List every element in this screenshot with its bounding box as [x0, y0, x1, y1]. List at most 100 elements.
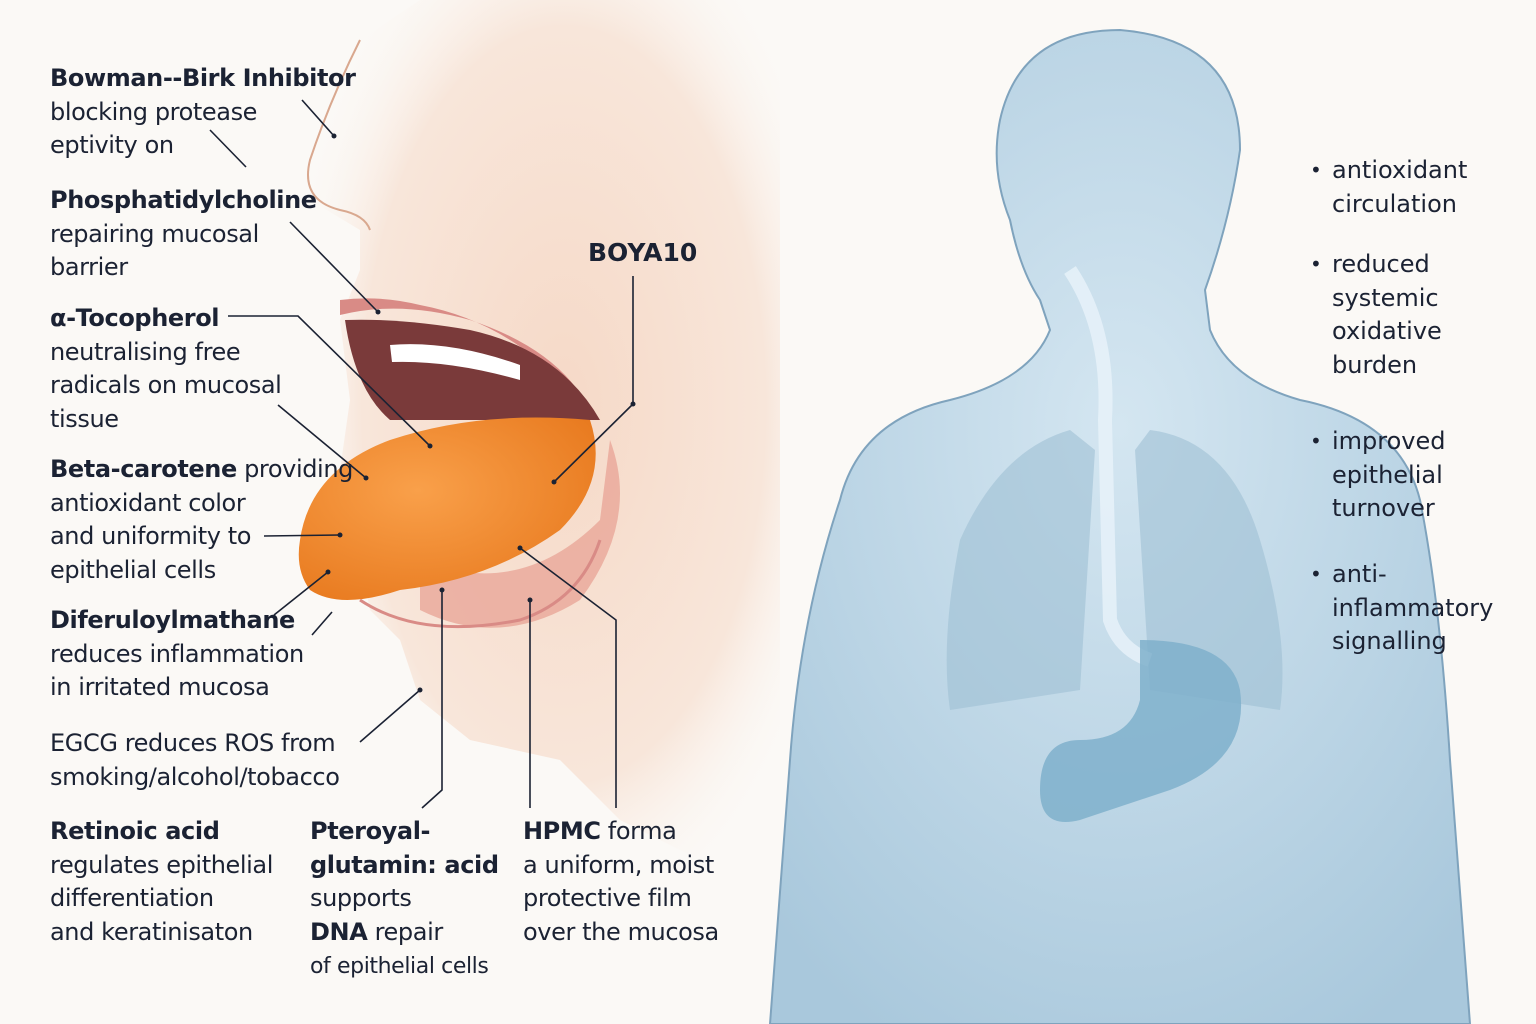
- human-body: [768, 28, 1472, 1024]
- label-text: differentiation: [50, 884, 214, 912]
- label-text: eptivity on: [50, 131, 174, 159]
- label-text: protective film: [523, 884, 692, 912]
- label-heading: glutamin: acid: [310, 850, 499, 879]
- label-heading: Pteroyal-: [310, 817, 431, 845]
- label-line: Diferuloylmathane: [50, 604, 304, 638]
- label-text: signalling: [1332, 627, 1447, 655]
- label-heading: improved: [1332, 427, 1446, 455]
- label-text: supports: [310, 884, 412, 912]
- label-line: in irritated mucosa: [50, 671, 304, 705]
- bullet-icon: •: [1310, 562, 1322, 586]
- label-line: radicals on mucosal: [50, 369, 282, 403]
- tongue: [298, 417, 596, 600]
- label-line: smoking/alcohol/tobacco: [50, 761, 340, 795]
- label-line: blocking protease: [50, 96, 356, 130]
- label-text: over the mucosa: [523, 917, 719, 946]
- label-text: systemic: [1332, 283, 1439, 312]
- label-text: forma: [600, 817, 677, 845]
- label-text: antioxidant color: [50, 488, 246, 517]
- label-line: of epithelial cells: [310, 949, 499, 984]
- label-line: eptivity on: [50, 129, 356, 163]
- right-lung: [1135, 430, 1283, 710]
- label-text: repairing mucosal: [50, 219, 259, 248]
- label-text: neutralising free: [50, 337, 241, 366]
- label-text: epithelial: [1332, 460, 1443, 489]
- stomach: [1040, 640, 1242, 822]
- label-text: inflammatory: [1332, 593, 1494, 622]
- label-heading: antioxidant: [1332, 156, 1468, 184]
- label-line: systemic: [1332, 282, 1442, 316]
- label-line: α-Tocopherol: [50, 302, 281, 336]
- label-text: in irritated mucosa: [50, 673, 270, 701]
- label-line: burden: [1332, 349, 1442, 383]
- label-line: signalling: [1332, 625, 1493, 659]
- bullet-icon: •: [1310, 429, 1322, 453]
- label-retinoic-acid: Retinoic acid regulates epithelial differe…: [50, 815, 273, 949]
- label-line: Beta-carotene providing: [50, 453, 353, 487]
- label-text: circulation: [1332, 189, 1457, 218]
- label-line: protective film: [523, 882, 719, 916]
- label-line: Pteroyal-: [310, 815, 499, 849]
- label-text: reduced: [1332, 250, 1430, 278]
- label-text: barrier: [50, 253, 128, 281]
- label-line: DNA repair: [310, 916, 499, 950]
- label-line: differentiation: [50, 882, 273, 916]
- label-line: tissue: [50, 403, 281, 437]
- label-text: a uniform, moist: [523, 850, 714, 879]
- label-line: barrier: [50, 251, 317, 285]
- label-text: providing: [236, 455, 353, 483]
- label-line: repairing mucosal: [50, 218, 317, 252]
- label-heading: α-Tocopherol: [50, 304, 220, 332]
- product-callout: BOYA10: [588, 238, 698, 267]
- label-line: anti-: [1332, 558, 1493, 592]
- label-line: antioxidant: [1332, 154, 1467, 188]
- label-text: blocking protease: [50, 97, 258, 126]
- label-line: HPMC forma: [523, 815, 719, 849]
- label-line: Retinoic acid: [50, 815, 273, 849]
- bullet-icon: •: [1310, 252, 1322, 276]
- label-line: epithelial: [1332, 459, 1446, 493]
- label-text: regulates epithelial: [50, 850, 274, 879]
- label-line: neutralising free: [50, 336, 281, 370]
- systemic-benefit-item: reduced systemic oxidative burden •: [1310, 248, 1442, 383]
- label-text: of epithelial cells: [310, 954, 489, 979]
- label-diferuloylmathane: Diferuloylmathane reduces inflammation in …: [50, 604, 304, 705]
- label-text: radicals on mucosal: [50, 371, 282, 399]
- label-line: EGCG reduces ROS from: [50, 727, 339, 761]
- label-text: tissue: [50, 404, 119, 433]
- label-text: burden: [1332, 350, 1418, 379]
- label-text: and keratinisaton: [50, 917, 253, 946]
- systemic-benefit-item: anti-inflammatory signalling •: [1310, 558, 1494, 659]
- left-lung: [946, 430, 1095, 710]
- label-text: anti-: [1332, 560, 1387, 588]
- label-heading: Retinoic acid: [50, 817, 220, 845]
- label-alpha-tocopherol: α-Tocopherol neutralising free radicals on…: [50, 302, 282, 437]
- label-heading: Bowman--Birk Inhibitor: [50, 64, 356, 92]
- label-text: epithelial cells: [50, 555, 216, 584]
- label-line: a uniform, moist: [523, 849, 719, 883]
- label-line: reduces inflammation: [50, 638, 304, 672]
- label-phosphatidylcholine: Phosphatidylcholine repairing mucosal barr…: [50, 184, 317, 285]
- label-line: antioxidant color: [50, 487, 353, 521]
- label-line: over the mucosa: [523, 916, 719, 950]
- label-text: reduces inflammation: [50, 639, 304, 668]
- label-heading: Phosphatidylcholine: [50, 186, 317, 214]
- label-line: improved: [1332, 425, 1446, 459]
- label-line: epithelial cells: [50, 554, 353, 588]
- label-line: reduced: [1332, 248, 1442, 282]
- label-line: regulates epithelial: [50, 849, 273, 883]
- esophagus: [1064, 266, 1153, 667]
- label-heading: Diferuloylmathane: [50, 606, 295, 634]
- label-text: oxidative: [1332, 317, 1442, 345]
- label-bowman-birk-inhibitor: Bowman--Birk Inhibitor blocking protease e…: [50, 62, 356, 163]
- label-text: turnover: [1332, 494, 1435, 522]
- label-line: glutamin: acid: [310, 849, 499, 883]
- label-text: and uniformity to: [50, 522, 252, 550]
- label-heading: HPMC: [523, 817, 601, 845]
- label-text: repair: [367, 917, 444, 946]
